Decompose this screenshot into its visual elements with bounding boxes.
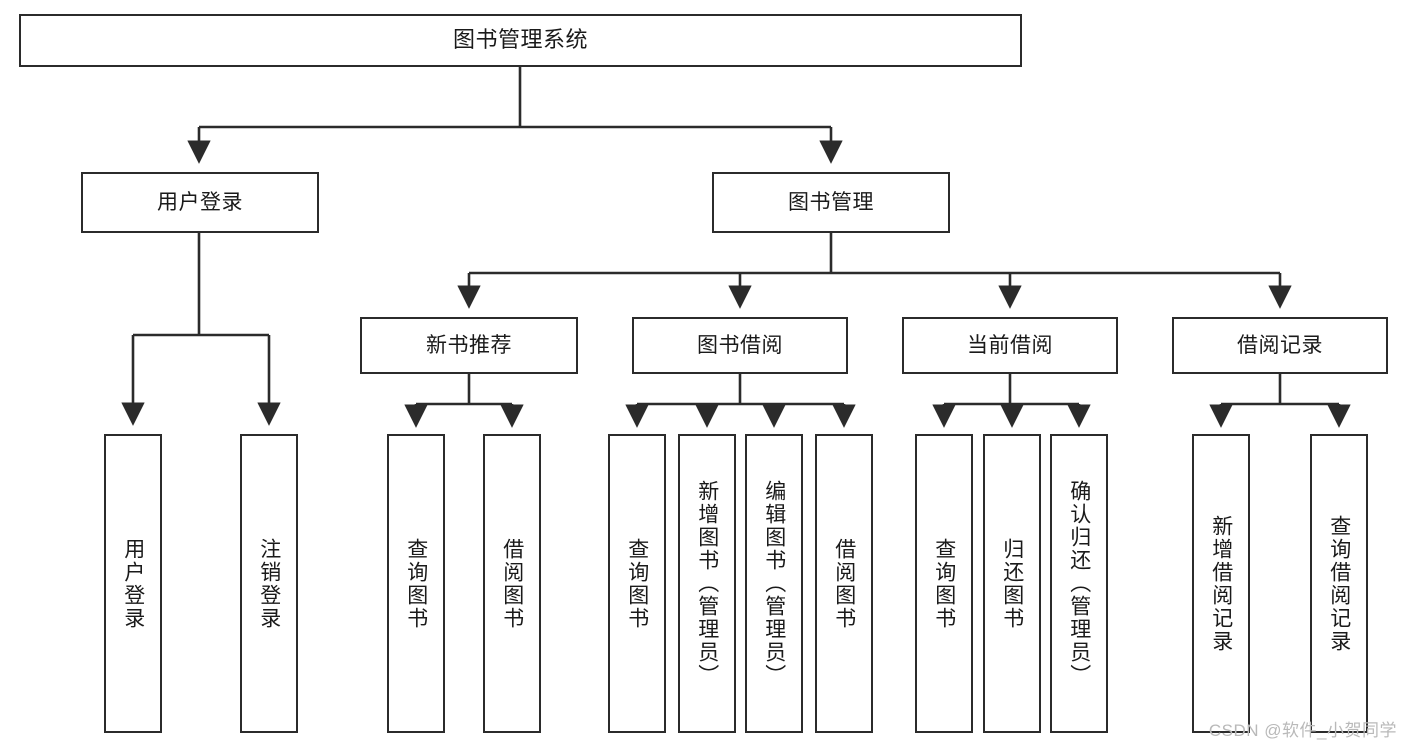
node-current-borrow-label: 当前借阅 (967, 333, 1053, 357)
node-leaf-borrow-book-1-label: 借阅图书 (500, 537, 524, 630)
node-leaf-borrow-book-1[interactable]: 借阅图书 (483, 434, 541, 733)
node-leaf-add-record-label: 新增借阅记录 (1209, 514, 1233, 653)
node-current-borrow[interactable]: 当前借阅 (902, 317, 1118, 374)
node-leaf-query-record-label: 查询借阅记录 (1327, 514, 1351, 653)
node-leaf-user-login-label: 用户登录 (121, 537, 145, 630)
node-new-book-rec-label: 新书推荐 (426, 333, 512, 357)
node-user-login[interactable]: 用户登录 (81, 172, 319, 233)
node-borrow-record[interactable]: 借阅记录 (1172, 317, 1388, 374)
node-root-label: 图书管理系统 (452, 27, 588, 53)
node-book-manage-label: 图书管理 (788, 190, 874, 214)
node-leaf-edit-book[interactable]: 编辑图书（管理员） (745, 434, 803, 733)
node-leaf-query-book-3[interactable]: 查询图书 (915, 434, 973, 733)
node-leaf-user-login[interactable]: 用户登录 (104, 434, 162, 733)
node-leaf-return-book[interactable]: 归还图书 (983, 434, 1041, 733)
watermark-text: CSDN @软件_小贺同学 (1208, 721, 1397, 740)
node-leaf-add-book-label: 新增图书（管理员） (695, 480, 719, 687)
node-leaf-query-book-2-label: 查询图书 (625, 537, 649, 630)
node-leaf-return-book-label: 归还图书 (1000, 537, 1024, 630)
node-leaf-confirm-return-label: 确认归还（管理员） (1067, 480, 1091, 687)
node-leaf-logout[interactable]: 注销登录 (240, 434, 298, 733)
node-borrow-record-label: 借阅记录 (1237, 333, 1323, 357)
node-leaf-query-record[interactable]: 查询借阅记录 (1310, 434, 1368, 733)
node-leaf-add-book[interactable]: 新增图书（管理员） (678, 434, 736, 733)
node-book-manage[interactable]: 图书管理 (712, 172, 950, 233)
node-leaf-query-book-2[interactable]: 查询图书 (608, 434, 666, 733)
node-leaf-query-book-3-label: 查询图书 (932, 537, 956, 630)
node-book-borrow-label: 图书借阅 (697, 333, 783, 357)
node-root[interactable]: 图书管理系统 (19, 14, 1022, 67)
node-book-borrow[interactable]: 图书借阅 (632, 317, 848, 374)
node-leaf-add-record[interactable]: 新增借阅记录 (1192, 434, 1250, 733)
node-leaf-borrow-book-2-label: 借阅图书 (832, 537, 856, 630)
node-leaf-confirm-return[interactable]: 确认归还（管理员） (1050, 434, 1108, 733)
node-leaf-query-book-1-label: 查询图书 (404, 537, 428, 630)
node-new-book-rec[interactable]: 新书推荐 (360, 317, 578, 374)
node-leaf-borrow-book-2[interactable]: 借阅图书 (815, 434, 873, 733)
node-leaf-logout-label: 注销登录 (257, 537, 281, 630)
node-user-login-label: 用户登录 (157, 190, 243, 214)
node-leaf-edit-book-label: 编辑图书（管理员） (762, 480, 786, 687)
node-leaf-query-book-1[interactable]: 查询图书 (387, 434, 445, 733)
